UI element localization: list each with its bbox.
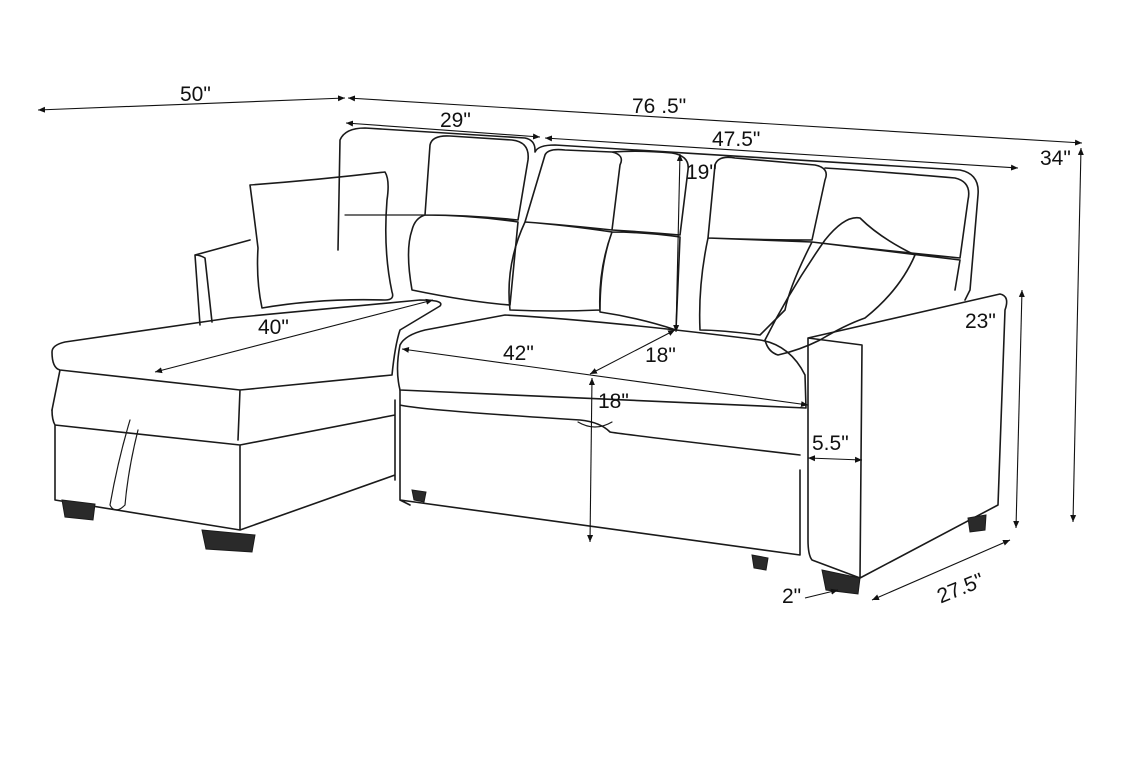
chaise-leg-front-right (201, 529, 256, 553)
dim-line-arm-width (807, 455, 863, 463)
dim-line-leg-height (804, 588, 839, 599)
chaise-seat-cushion (51, 299, 442, 441)
dim-line-chaise-depth (37, 95, 346, 113)
chaise-storage-base (51, 399, 396, 531)
pull-out-bed-front (399, 389, 801, 556)
label-seat-height: 18" (598, 390, 629, 413)
label-total-width: 76 .5" (632, 95, 686, 118)
label-chaise-seat-length: 40" (258, 316, 289, 339)
dimension-lines (37, 95, 1084, 601)
label-leg-height: 2" (782, 585, 801, 608)
dim-line-seat-height (587, 377, 595, 543)
label-total-height: 34" (1040, 147, 1071, 170)
dim-line-sofa-back-width (544, 135, 1019, 171)
label-arm-width: 5.5" (812, 432, 849, 455)
sofa-leg-left (411, 489, 427, 503)
dim-line-total-height (1070, 147, 1084, 523)
sofa-back-frame (337, 127, 979, 301)
label-seat-width: 42" (503, 342, 534, 365)
label-sofa-depth: 27.5" (934, 569, 987, 608)
dimension-labels: 50" 76 .5" 29" 47.5" 19" 34" 40" 42" 18"… (180, 83, 1071, 608)
dim-line-back-height (673, 153, 683, 333)
label-back-height: 19" (686, 161, 717, 184)
right-throw-pillow (764, 216, 916, 356)
chaise-left-arm (194, 239, 251, 326)
dim-line-seat-width (401, 346, 809, 408)
bed-handle (577, 421, 613, 428)
sofa-leg-front-right (821, 569, 861, 595)
middle-back-cushion (508, 148, 689, 331)
label-chaise-depth: 50" (180, 83, 211, 106)
right-back-cushion (698, 156, 970, 336)
sofa-leg-back-right (967, 514, 987, 533)
sofa-leg-mid (751, 554, 769, 571)
dim-line-sofa-depth (871, 539, 1011, 601)
dim-line-chaise-seat-length (154, 298, 434, 374)
dim-line-arm-height (1013, 289, 1025, 529)
label-arm-height: 23" (965, 310, 996, 333)
left-throw-pillow (249, 171, 394, 309)
label-chaise-back-width: 29" (440, 109, 471, 132)
dim-line-chaise-back-width (345, 120, 541, 140)
label-sofa-back-width: 47.5" (712, 128, 760, 151)
storage-strap (109, 419, 139, 511)
label-seat-depth: 18" (645, 344, 676, 367)
chaise-leg-front-left (61, 499, 96, 521)
dim-line-seat-depth (589, 329, 676, 375)
